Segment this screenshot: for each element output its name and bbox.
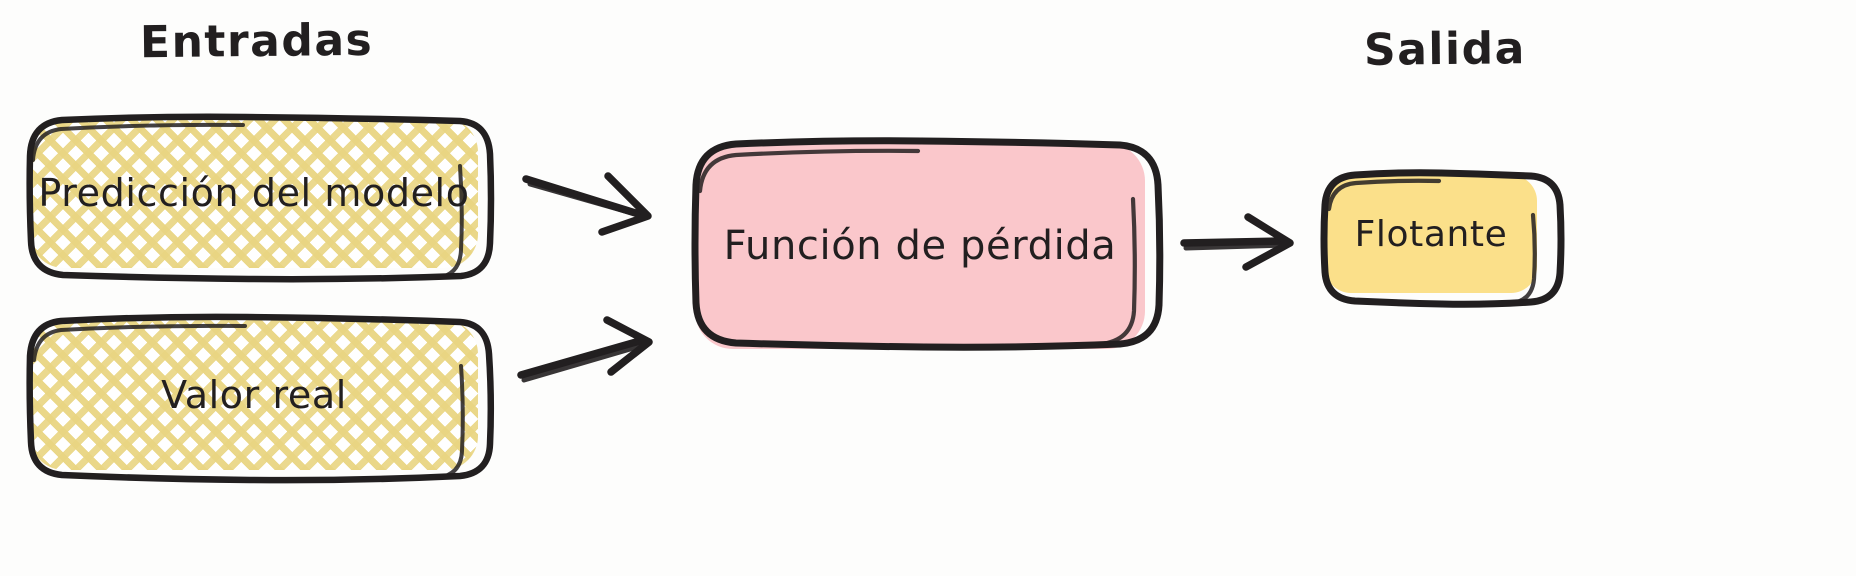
group-label-entradas: Entradas [139,14,374,69]
node-label-funcion-de-perdida: Función de pérdida [723,223,1117,269]
arrow-prediccion-to-funcion [522,172,652,236]
node-label-flotante: Flotante [1354,213,1508,255]
node-label-prediccion: Predicción del modelo [38,171,470,215]
node-prediccion-del-modelo[interactable]: Predicción del modelo [26,113,495,283]
node-flotante[interactable]: Flotante [1320,169,1565,308]
arrow-valor-real-to-funcion [517,316,653,383]
node-funcion-de-perdida[interactable]: Función de pérdida [691,137,1164,351]
node-valor-real[interactable]: Valor real [26,313,495,484]
node-label-valor-real: Valor real [161,373,347,417]
arrow-funcion-to-flotante [1180,213,1294,271]
group-label-salida: Salida [1363,23,1526,76]
